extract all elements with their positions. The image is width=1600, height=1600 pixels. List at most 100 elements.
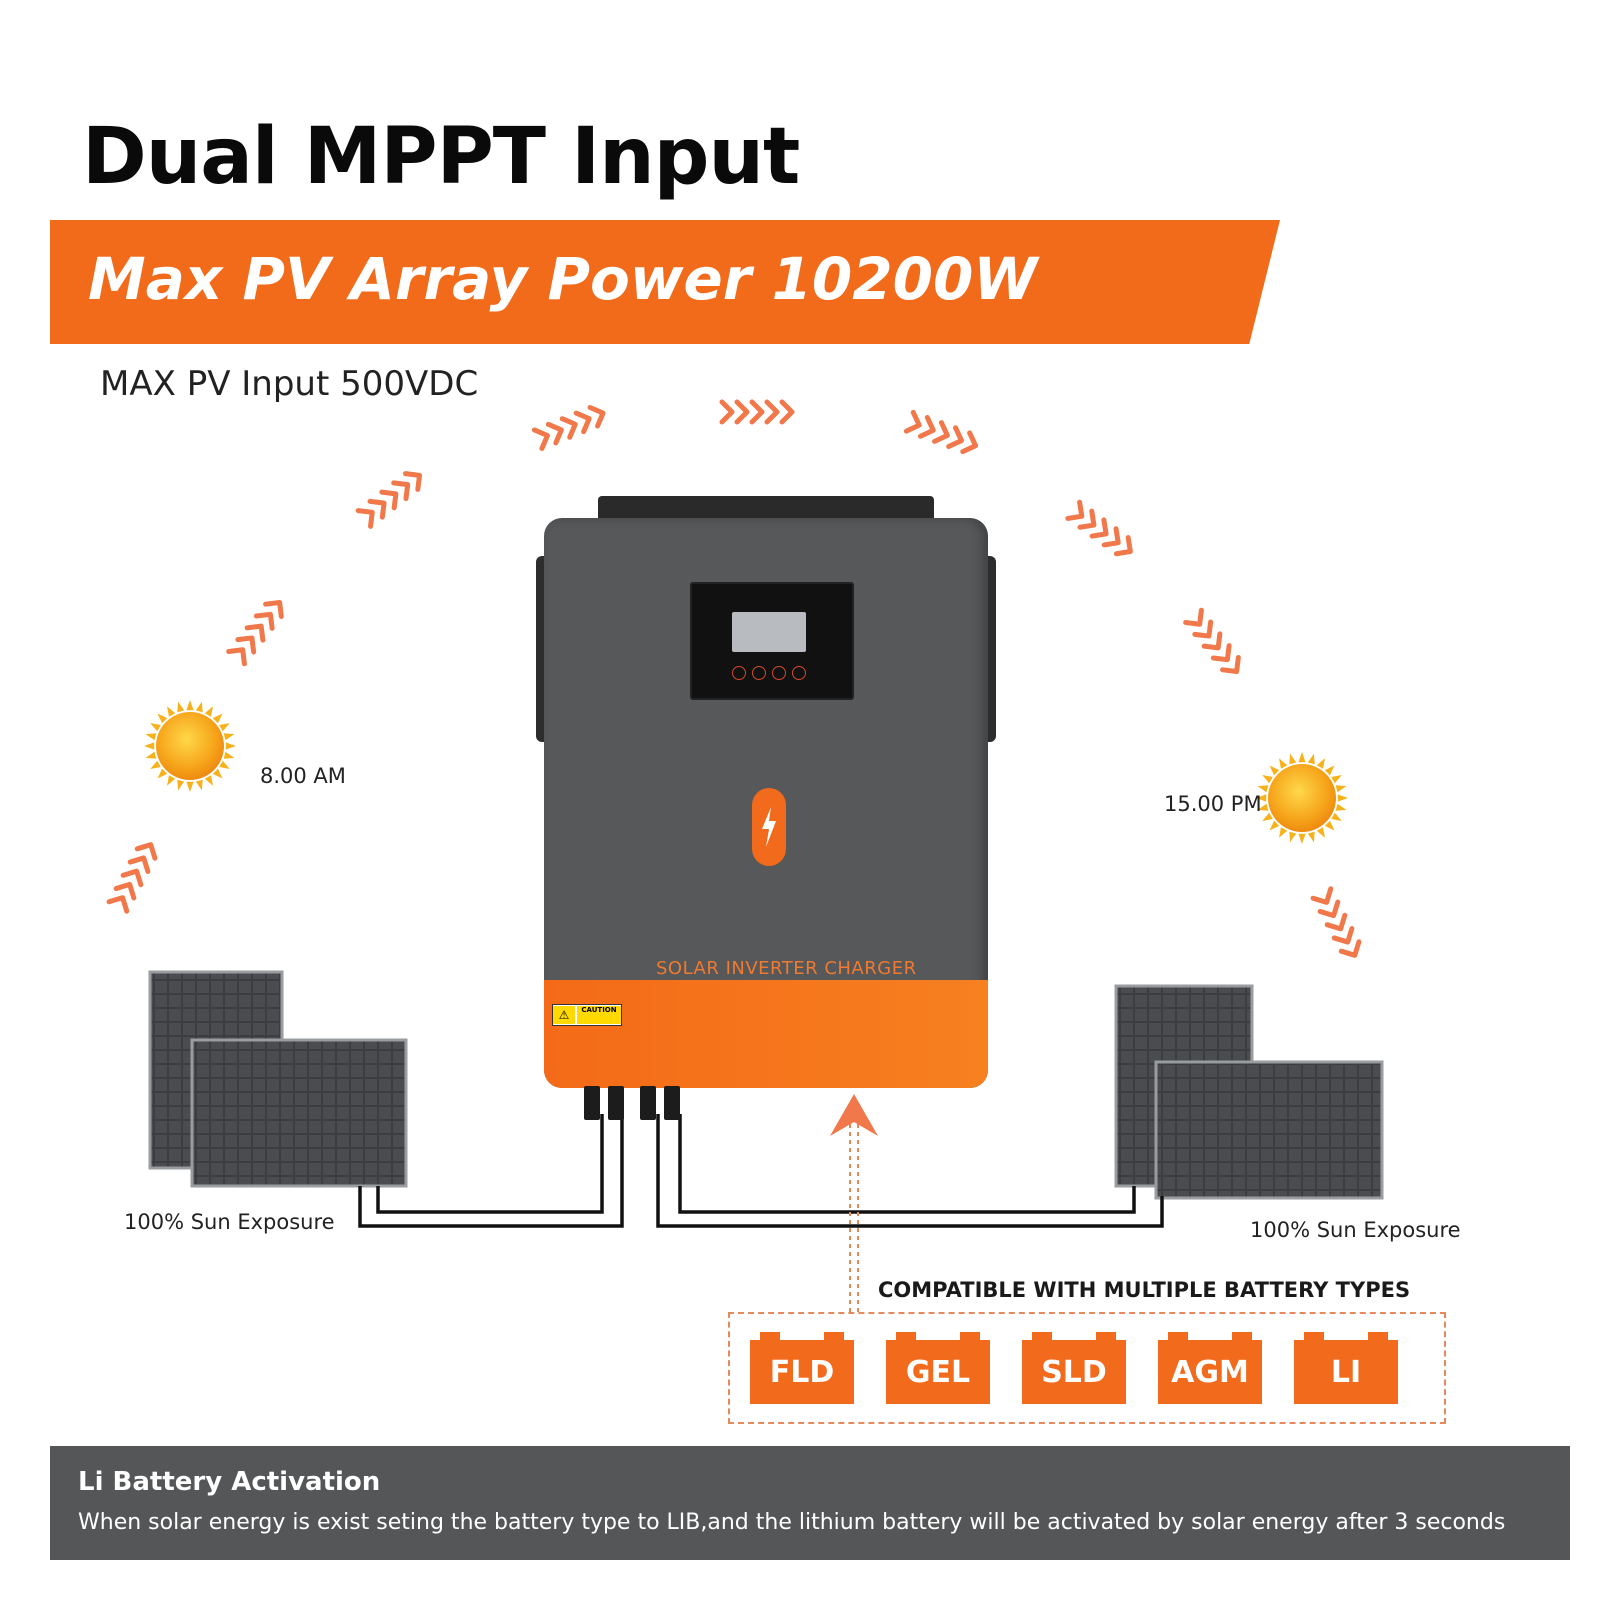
sun-ray	[167, 775, 176, 786]
sun-ray	[1307, 753, 1315, 765]
arrow-icon	[109, 840, 160, 911]
arrow-icon	[906, 412, 979, 455]
sun-ray	[223, 751, 235, 759]
arrow-icon	[1313, 889, 1364, 960]
sun-ray	[1337, 794, 1348, 802]
sun-ray	[186, 700, 194, 711]
arrow-icon	[830, 1094, 878, 1312]
sun-ray	[1262, 775, 1273, 784]
solar-panel-icon	[1114, 984, 1384, 1200]
lcd-screen	[732, 612, 806, 652]
banner	[50, 220, 1280, 344]
caution-label: ⚠ CAUTION	[552, 1004, 622, 1026]
sun-ray	[150, 760, 161, 769]
sun-ray	[1289, 831, 1297, 843]
pv-connector	[664, 1086, 680, 1120]
sun-ray	[219, 723, 230, 732]
sun-ray	[204, 775, 213, 786]
arrow-icon	[1068, 502, 1136, 559]
footer-title: Li Battery Activation	[78, 1467, 381, 1497]
sun-ray	[1279, 827, 1288, 838]
caution-text: CAUTION	[577, 1006, 621, 1024]
sun-icon	[144, 700, 236, 792]
sun-ray	[1324, 765, 1335, 776]
sun-ray	[167, 706, 176, 717]
arrow-icon	[1186, 610, 1245, 677]
pv-wiring-right	[656, 1114, 1164, 1228]
sun-ray	[1335, 803, 1347, 811]
battery-icon: FLD	[750, 1330, 854, 1404]
sun-ray	[1298, 752, 1306, 763]
sun-ray	[212, 713, 223, 724]
battery-type-label: FLD	[750, 1340, 854, 1404]
pv-connector	[608, 1086, 624, 1120]
sun-ray	[225, 742, 236, 750]
down-button[interactable]	[772, 666, 786, 680]
sun-ray	[195, 779, 203, 791]
battery-type-label: LI	[1294, 1340, 1398, 1404]
arrow-icon	[358, 467, 425, 526]
arrow-icon	[722, 402, 792, 422]
time-morning: 8.00 AM	[260, 764, 346, 788]
sun-ray	[1324, 820, 1335, 831]
sun-ray	[177, 779, 185, 791]
sun-ray	[177, 701, 185, 713]
sun-ray	[1335, 785, 1347, 793]
footer-description: When solar energy is exist seting the ba…	[78, 1510, 1506, 1535]
battery-icon: SLD	[1022, 1330, 1126, 1404]
sun-ray	[1316, 827, 1325, 838]
sun-ray	[1331, 812, 1342, 821]
sun-ray	[1269, 765, 1280, 776]
sun-ray	[204, 706, 213, 717]
battery-icon: AGM	[1158, 1330, 1262, 1404]
sun-ray	[1316, 758, 1325, 769]
sun-ray	[145, 751, 157, 759]
inverter-label: SOLAR INVERTER CHARGER	[656, 958, 917, 979]
sun-ray	[150, 723, 161, 732]
sun-ray	[219, 760, 230, 769]
page-title: Dual MPPT Input	[82, 112, 800, 202]
esc-button[interactable]	[732, 666, 746, 680]
sun-ray	[1279, 758, 1288, 769]
exposure-right: 100% Sun Exposure	[1250, 1218, 1461, 1242]
sun-ray	[1307, 831, 1315, 843]
sun-ray	[1298, 833, 1306, 844]
footer-bar	[50, 1446, 1570, 1560]
sun-ray	[145, 733, 157, 741]
lightning-bolt-icon	[752, 788, 786, 866]
battery-heading: COMPATIBLE WITH MULTIPLE BATTERY TYPES	[878, 1278, 1411, 1302]
caution-icon: ⚠	[553, 1006, 575, 1024]
sun-ray	[144, 742, 155, 750]
sun-ray	[1256, 794, 1267, 802]
sun-ray	[157, 713, 168, 724]
sun-ray	[1269, 820, 1280, 831]
pv-wiring-left	[358, 1114, 624, 1228]
battery-icon: LI	[1294, 1330, 1398, 1404]
exposure-left: 100% Sun Exposure	[124, 1210, 335, 1234]
sun-ray	[195, 701, 203, 713]
sun-ray	[1257, 785, 1269, 793]
time-afternoon: 15.00 PM	[1164, 792, 1262, 816]
inverter-base	[544, 980, 988, 1088]
banner-text: Max PV Array Power 10200W	[88, 245, 1038, 313]
sun-ray	[1262, 812, 1273, 821]
sun-ray	[212, 768, 223, 779]
subtitle: MAX PV Input 500VDC	[100, 364, 479, 404]
battery-type-label: AGM	[1158, 1340, 1262, 1404]
solar-panel-icon	[148, 970, 408, 1188]
battery-type-label: SLD	[1022, 1340, 1126, 1404]
up-button[interactable]	[752, 666, 766, 680]
sun-icon	[1256, 752, 1348, 844]
sun-ray	[1331, 775, 1342, 784]
sun-ray	[223, 733, 235, 741]
pv-connector	[640, 1086, 656, 1120]
sun-ray	[1257, 803, 1269, 811]
arrow-icon	[229, 596, 288, 663]
sun-ray	[157, 768, 168, 779]
enter-button[interactable]	[792, 666, 806, 680]
battery-icon: GEL	[886, 1330, 990, 1404]
sun-ray	[1289, 753, 1297, 765]
sun-ray	[186, 781, 194, 792]
pv-connector	[584, 1086, 600, 1120]
